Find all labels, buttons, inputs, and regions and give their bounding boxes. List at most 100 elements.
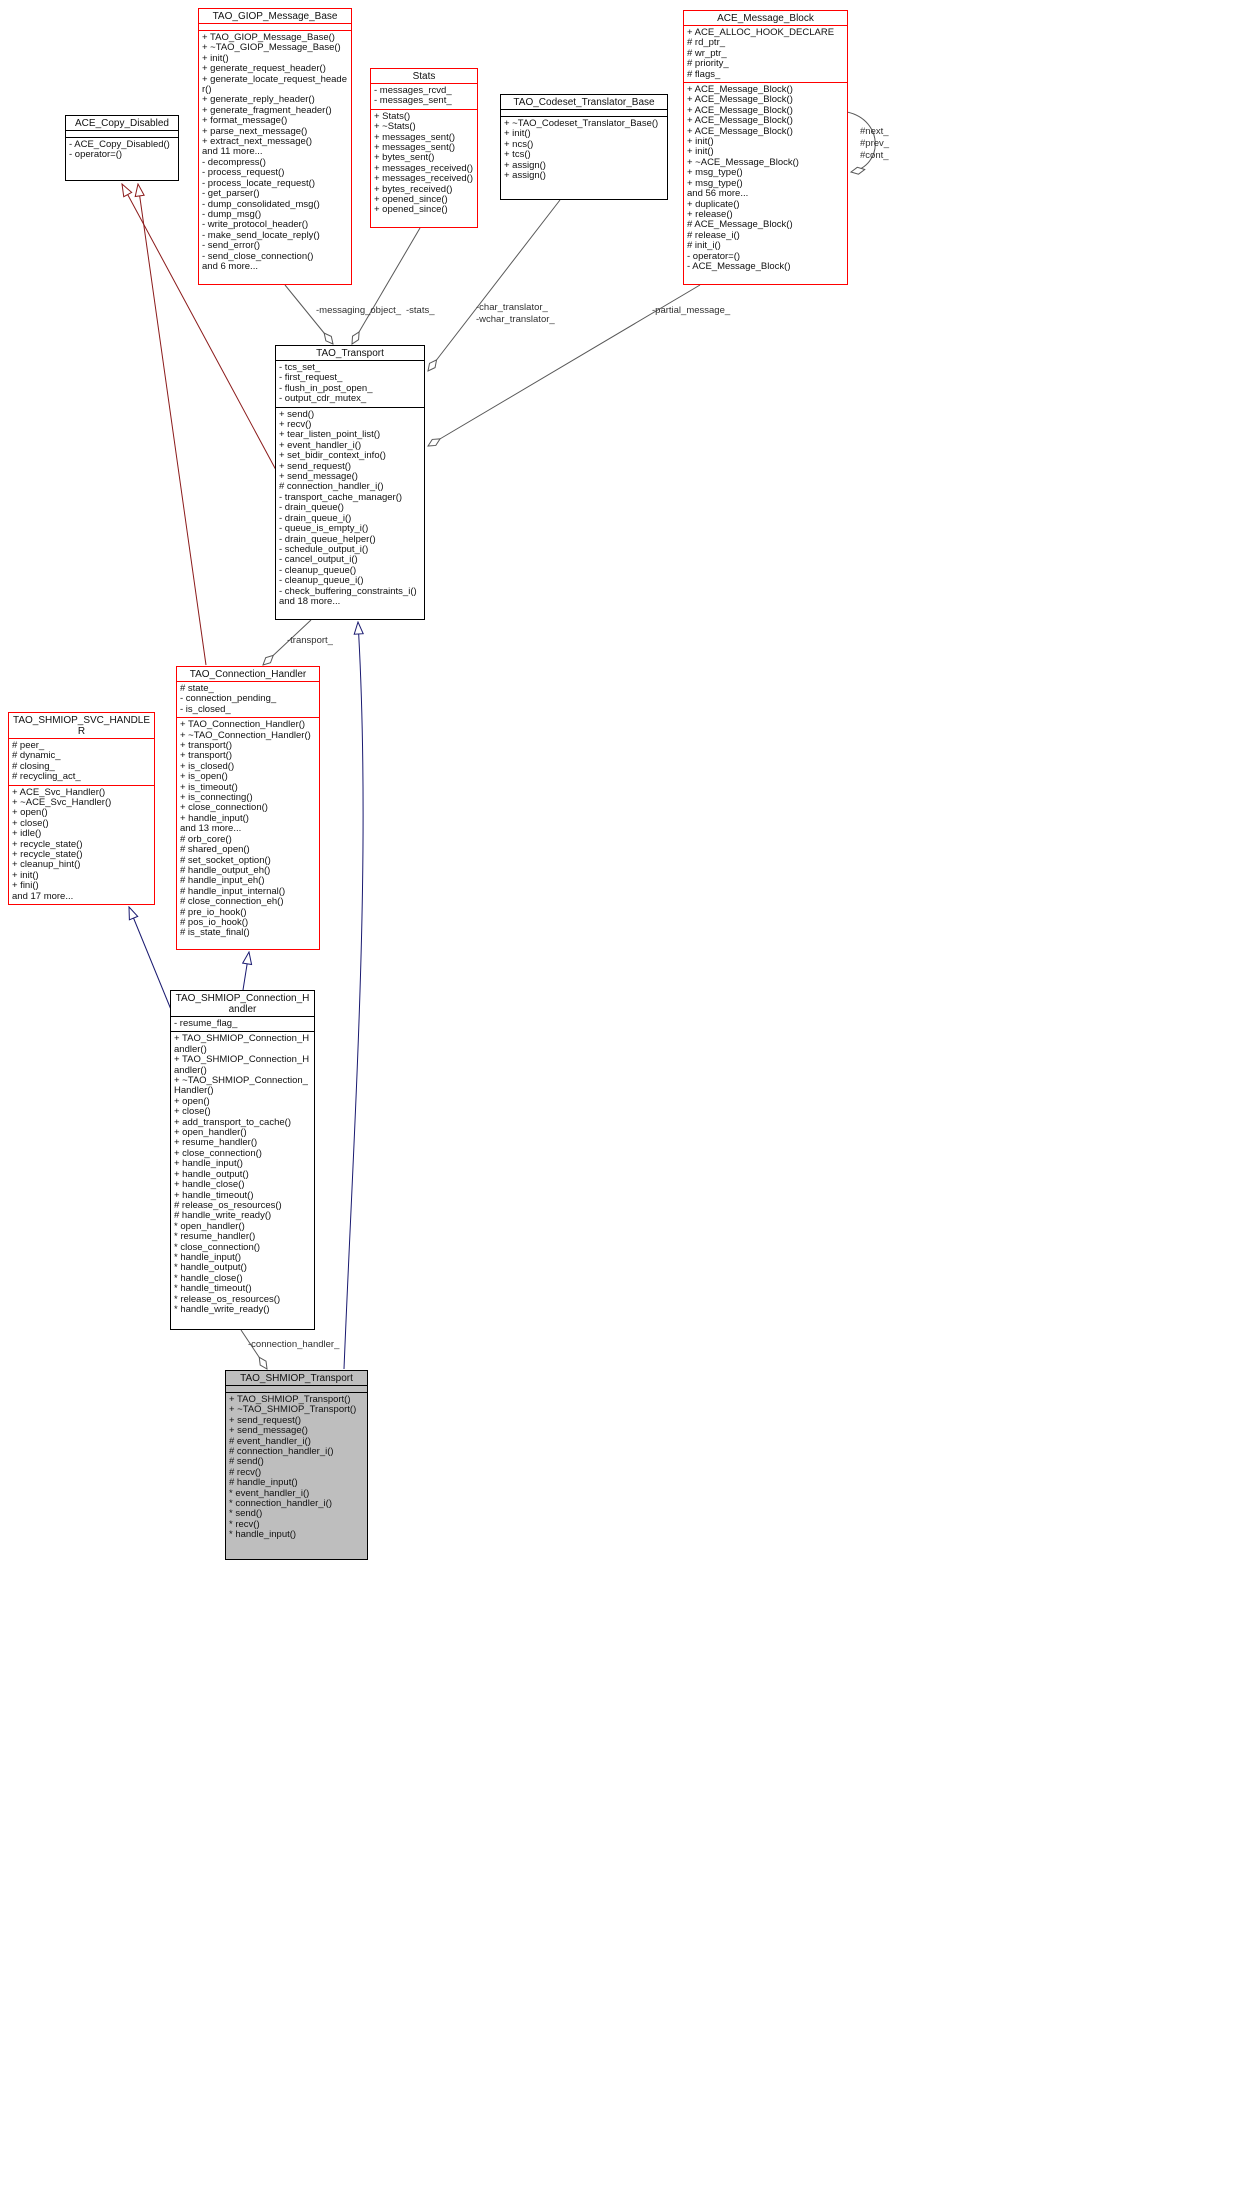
method-entry: + tcs() <box>504 149 531 161</box>
attributes-compartment <box>501 109 667 116</box>
method-entry: + ~TAO_GIOP_Message_Base() <box>202 42 341 54</box>
method-entry: + TAO_SHMIOP_Transport() <box>229 1394 351 1405</box>
class-title: TAO_SHMIOP_SVC_HANDLER <box>12 715 151 737</box>
attribute-entry: # wr_ptr_ <box>687 47 727 59</box>
attributes-compartment: # state_- connection_pending_- is_closed… <box>177 681 319 717</box>
method-entry: + assign() <box>504 159 546 171</box>
method-entry: + open() <box>174 1095 210 1107</box>
class-node-codeset[interactable]: TAO_Codeset_Translator_Base + ~TAO_Codese… <box>500 94 668 200</box>
method-entry: and 17 more... <box>12 890 74 902</box>
edge-stats <box>352 227 421 344</box>
method-entry: # event_handler_i() <box>229 1435 311 1447</box>
methods-compartment: + send()+ recv()+ tear_listen_point_list… <box>276 406 424 610</box>
class-title: TAO_Codeset_Translator_Base <box>513 97 655 108</box>
edge-inh-shmiopconn-svchandler <box>129 907 173 1013</box>
method-entry: # handle_input_eh() <box>180 875 265 887</box>
class-node-conn_handler[interactable]: TAO_Connection_Handler# state_- connecti… <box>176 666 320 950</box>
method-entry: - schedule_output_i() <box>279 543 369 555</box>
method-entry: + ~Stats() <box>374 121 416 133</box>
method-entry: # pos_io_hook() <box>180 916 249 928</box>
method-entry: * handle_close() <box>174 1272 243 1284</box>
method-entry: + init() <box>202 52 229 64</box>
method-entry: # recv() <box>229 1466 262 1478</box>
methods-compartment: + TAO_GIOP_Message_Base()+ ~TAO_GIOP_Mes… <box>199 30 351 274</box>
class-node-shmiop_conn[interactable]: TAO_SHMIOP_Connection_Handler- resume_fl… <box>170 990 315 1330</box>
class-node-transport[interactable]: TAO_Transport- tcs_set_- first_request_-… <box>275 345 425 620</box>
method-entry: * handle_timeout() <box>174 1283 252 1295</box>
method-entry: + handle_timeout() <box>174 1189 254 1201</box>
method-entry: and 6 more... <box>202 260 258 272</box>
methods-compartment: + Stats()+ ~Stats()+ messages_sent()+ me… <box>371 108 477 218</box>
method-entry: + is_connecting() <box>180 792 253 804</box>
edge-translators <box>428 199 561 371</box>
method-entry: - process_request() <box>202 167 285 179</box>
class-node-stats[interactable]: Stats- messages_rcvd_- messages_sent_+ S… <box>370 68 478 228</box>
method-entry: + format_message() <box>202 115 288 127</box>
attribute-entry: - messages_rcvd_ <box>374 85 452 96</box>
class-node-ace_mb[interactable]: ACE_Message_Block+ ACE_ALLOC_HOOK_DECLAR… <box>683 10 848 285</box>
method-entry: + init() <box>687 146 714 158</box>
method-entry: + event_handler_i() <box>279 439 362 451</box>
method-entry: + messages_sent() <box>374 142 456 154</box>
method-entry: # shared_open() <box>180 844 250 856</box>
attribute-entry: # priority_ <box>687 58 729 70</box>
method-entry: - operator=() <box>69 149 123 161</box>
method-entry: + ACE_Message_Block() <box>687 104 793 116</box>
method-entry: * close_connection() <box>174 1241 261 1253</box>
edge-label-messaging-object: -messaging_object_ <box>316 305 402 316</box>
attribute-entry: - flush_in_post_open_ <box>279 382 373 394</box>
edge-inh-transport-copydisabled <box>122 184 277 471</box>
method-entry: + open() <box>12 807 48 819</box>
method-entry: # handle_output_eh() <box>180 864 271 876</box>
method-entry: + generate_reply_header() <box>202 94 315 106</box>
class-node-copy_disabled[interactable]: ACE_Copy_Disabled- ACE_Copy_Disabled()- … <box>65 115 179 181</box>
class-title: ACE_Message_Block <box>717 13 814 24</box>
method-entry: * release_os_resources() <box>174 1293 281 1305</box>
method-entry: + messages_received() <box>374 173 474 185</box>
methods-compartment: + ~TAO_Codeset_Translator_Base()+ init()… <box>501 116 667 183</box>
method-entry: + transport() <box>180 740 233 752</box>
methods-compartment: + ACE_Message_Block()+ ACE_Message_Block… <box>684 82 847 274</box>
methods-compartment: + TAO_SHMIOP_Connection_Handler()+ TAO_S… <box>171 1031 314 1317</box>
method-entry: + set_bidir_context_info() <box>279 450 386 462</box>
method-entry: + opened_since() <box>374 204 448 216</box>
class-node-svc[interactable]: TAO_SHMIOP_SVC_HANDLER# peer_# dynamic_#… <box>8 712 155 905</box>
method-entry: + send() <box>279 408 315 420</box>
method-entry: + bytes_sent() <box>374 152 435 164</box>
attribute-entry: # rd_ptr_ <box>687 37 726 49</box>
method-entry: + send_request() <box>229 1414 302 1426</box>
method-entry: and 11 more... <box>202 146 263 158</box>
method-entry: + TAO_SHMIOP_Connection_Handler() <box>174 1054 310 1076</box>
edge-inh-shmiopconn-connhandler <box>243 952 249 991</box>
class-node-shmiop_transport[interactable]: TAO_SHMIOP_Transport+ TAO_SHMIOP_Transpo… <box>225 1370 368 1560</box>
method-entry: + ACE_Message_Block() <box>687 94 793 106</box>
edge-label-transport-member: -transport_ <box>287 635 333 646</box>
method-entry: + messages_sent() <box>374 131 456 143</box>
attribute-entry: - first_request_ <box>279 372 343 384</box>
method-entry: # close_connection_eh() <box>180 896 284 908</box>
class-title: Stats <box>412 71 436 82</box>
edge-inh-shmioptransport-transport <box>343 622 363 1370</box>
method-entry: - get_parser() <box>202 188 260 200</box>
method-entry: - make_send_locate_reply() <box>202 229 320 241</box>
method-entry: + ACE_Message_Block() <box>687 125 793 137</box>
method-entry: - dump_msg() <box>202 208 262 220</box>
edge-partial-message <box>428 284 701 446</box>
method-entry: * connection_handler_i() <box>229 1498 332 1510</box>
method-entry: + close_connection() <box>174 1147 262 1159</box>
method-entry: * handle_input() <box>174 1251 242 1263</box>
method-entry: + ncs() <box>504 138 534 150</box>
attribute-entry: - connection_pending_ <box>180 693 277 705</box>
method-entry: + opened_since() <box>374 194 448 206</box>
attribute-entry: # closing_ <box>12 760 55 772</box>
method-entry: + send_message() <box>229 1425 308 1437</box>
methods-compartment: + ACE_Svc_Handler()+ ~ACE_Svc_Handler()+… <box>9 784 154 904</box>
method-entry: and 13 more... <box>180 823 242 835</box>
method-entry: + msg_type() <box>687 167 743 179</box>
method-entry: + handle_input() <box>180 812 249 824</box>
attribute-entry: # flags_ <box>687 68 721 80</box>
class-node-giop[interactable]: TAO_GIOP_Message_Base+ TAO_GIOP_Message_… <box>198 8 352 285</box>
method-entry: * open_handler() <box>174 1220 245 1232</box>
methods-compartment: - ACE_Copy_Disabled()- operator=() <box>66 137 178 163</box>
method-entry: - send_close_connection() <box>202 250 314 262</box>
